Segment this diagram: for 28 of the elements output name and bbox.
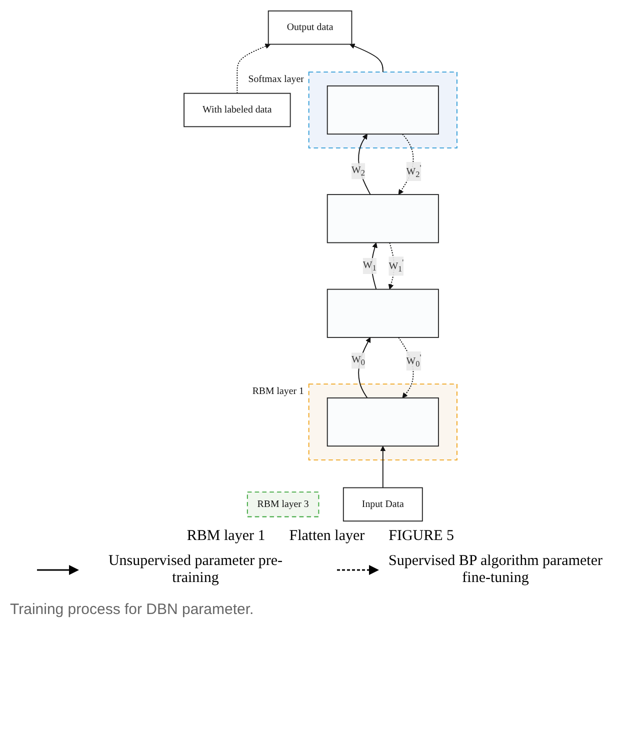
node-box — [326, 397, 439, 447]
arrow — [388, 242, 395, 290]
node-box — [268, 10, 352, 45]
arrow — [358, 337, 371, 398]
edge-label: W$_{2}$ — [351, 165, 365, 178]
node-box — [326, 194, 439, 244]
layer-label: Flatten layer — [289, 528, 365, 545]
node-box — [246, 492, 320, 518]
arrow — [398, 336, 414, 398]
arrow — [350, 44, 384, 72]
node-box — [342, 487, 423, 522]
arrow — [380, 446, 386, 488]
node-box — [326, 85, 439, 135]
arrow — [398, 134, 414, 195]
arrow — [358, 134, 371, 196]
arrow — [236, 44, 271, 94]
edge-label: W$_{1}$ — [362, 260, 376, 272]
layer-label: FIGURE 5 — [388, 528, 454, 545]
caption: Training process for DBN parameter. — [10, 601, 254, 618]
legend-text: Supervised BP algorithm parameter fine-tuning — [388, 553, 604, 587]
legend-text: Unsupervised parameter pre-training — [107, 553, 284, 587]
node-box — [184, 92, 291, 128]
arrow — [371, 242, 378, 290]
edge-label: W$_{0}$ — [351, 354, 365, 367]
node-box — [326, 288, 439, 338]
cluster — [308, 384, 458, 460]
layer-label: RBM layer 1 — [186, 528, 266, 545]
cluster — [308, 72, 458, 148]
